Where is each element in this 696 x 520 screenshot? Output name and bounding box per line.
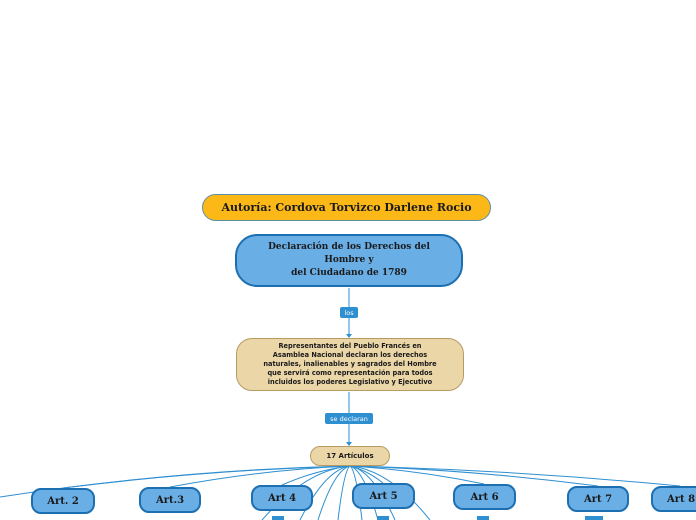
child-connector-stub: [377, 516, 389, 520]
article-label: Art.3: [155, 494, 185, 506]
main-topic-node[interactable]: Declaración de los Derechos del Hombre y…: [235, 234, 463, 287]
article-node-5[interactable]: Art 5: [352, 483, 415, 509]
rep-line-2: Asamblea Nacional declaran los derechos: [272, 351, 428, 359]
main-topic-line-3: del Ciudadano de 1789: [291, 268, 407, 278]
article-label: Art 7: [583, 493, 613, 505]
representatives-node[interactable]: Representantes del Pueblo Francés en Asa…: [236, 338, 464, 391]
main-topic-line-1: Declaración de los Derechos del: [268, 242, 430, 252]
rep-line-5: incluidos los poderes Legislativo y Ejec…: [267, 378, 433, 386]
rep-line-3: naturales, inalienables y sagrados del H…: [263, 360, 437, 368]
article-label: Art 4: [267, 492, 297, 504]
rep-line-1: Representantes del Pueblo Francés en: [278, 342, 422, 350]
rep-line-4: que servirá como representación para tod…: [267, 369, 433, 377]
link-hub-article: [62, 465, 351, 489]
articles-hub-node[interactable]: 17 Artículos: [310, 446, 390, 466]
connector-label-los[interactable]: los: [340, 307, 358, 318]
link-hub-article: [349, 465, 485, 485]
article-node-8[interactable]: Art 8: [651, 486, 696, 512]
article-node-7[interactable]: Art 7: [567, 486, 629, 512]
child-connector-stub: [272, 516, 284, 520]
author-node[interactable]: Autoría: Cordova Torvizco Darlene Rocio: [202, 194, 491, 221]
main-topic-line-2: Hombre y: [324, 255, 374, 265]
child-connector-stub: [477, 516, 489, 520]
article-label: Art 6: [470, 491, 499, 503]
articles-hub-text: 17 Artículos: [326, 452, 374, 460]
arrowhead: [346, 442, 352, 446]
article-label: Art 8: [666, 493, 696, 505]
link-hub-article: [299, 465, 351, 520]
link-hub-article: [349, 465, 379, 520]
link-hub-article: [337, 465, 351, 520]
article-node-6[interactable]: Art 6: [453, 484, 516, 510]
author-text: Autoría: Cordova Torvizco Darlene Rocio: [221, 201, 472, 214]
article-node-4[interactable]: Art 4: [251, 485, 313, 511]
arrowhead: [346, 334, 352, 338]
link-hub-article: [349, 465, 396, 520]
article-node-2[interactable]: Art. 2: [31, 488, 95, 514]
link-hub-article: [349, 465, 363, 520]
article-node-3[interactable]: Art.3: [139, 487, 201, 513]
link-hub-article: [349, 465, 431, 520]
article-label: Art 5: [369, 490, 398, 502]
connector-label-se-declaran[interactable]: se declaran: [325, 413, 373, 424]
link-hub-article: [317, 465, 351, 520]
link-hub-article: [349, 465, 681, 487]
child-connector-stub: [585, 516, 603, 520]
article-label: Art. 2: [47, 495, 79, 507]
link-hub-article: [169, 465, 351, 488]
